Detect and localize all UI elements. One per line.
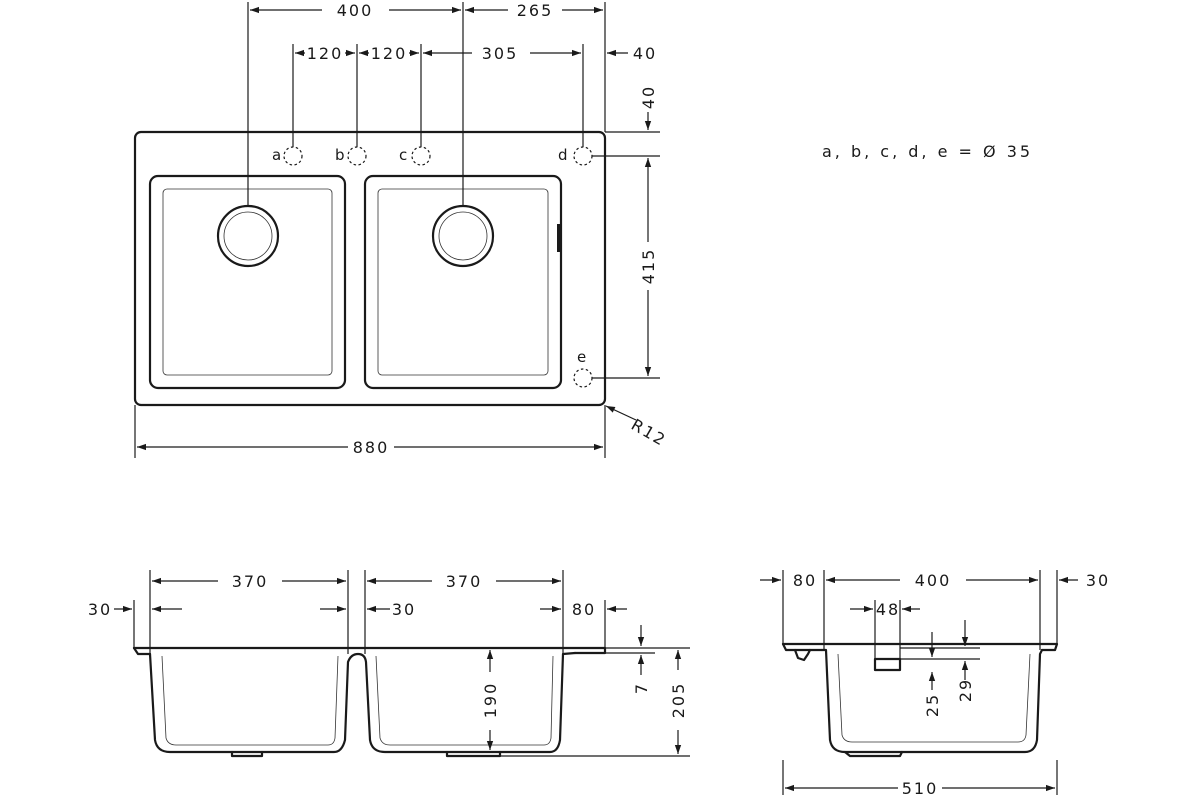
tap-hole-d: [573, 146, 593, 166]
left-drain: [216, 204, 280, 268]
front-left-bowl: [148, 651, 577, 754]
dim-400-top: 400: [337, 1, 374, 20]
left-drain-inner: [223, 211, 273, 261]
dim-205: 205: [669, 682, 688, 719]
top-view: a b c d e 400 265 120 120 305: [133, 1, 670, 458]
left-bowl-outline: [148, 174, 347, 390]
dim-25: 25: [923, 693, 942, 717]
tap-hole-c: [411, 146, 431, 166]
dim-880: 880: [353, 438, 390, 457]
dim-80-side: 80: [793, 571, 817, 590]
overflow-box: [873, 657, 902, 672]
hole-label-c: c: [399, 146, 407, 164]
dim-r12: R12: [628, 415, 670, 450]
hole-label-e: e: [577, 348, 586, 366]
dim-120-bc: 120: [371, 44, 408, 63]
dim-30-middle: 30: [392, 600, 416, 619]
tap-hole-b: [347, 146, 367, 166]
dim-265: 265: [517, 1, 554, 20]
overflow-slot: [557, 224, 561, 252]
dim-415: 415: [639, 248, 658, 285]
hole-label-a: a: [272, 146, 281, 164]
dim-29: 29: [956, 678, 975, 702]
dim-400-side: 400: [915, 571, 952, 590]
side-bowl: [820, 648, 1044, 754]
hole-diameter-note: a, b, c, d, e = Ø 35: [822, 142, 1033, 161]
dim-48: 48: [876, 600, 900, 619]
dim-7: 7: [632, 682, 651, 694]
dim-40-horizontal: 40: [633, 44, 657, 63]
dim-510: 510: [902, 779, 939, 798]
hole-label-d: d: [558, 146, 568, 164]
right-bowl-inner: [377, 188, 549, 376]
tap-hole-a: [283, 146, 303, 166]
dim-370-right: 370: [446, 572, 483, 591]
dim-30-left: 30: [88, 600, 112, 619]
dim-40-vertical: 40: [639, 85, 658, 109]
dim-30-side: 30: [1086, 571, 1110, 590]
right-drain: [431, 204, 495, 268]
dim-120-ab: 120: [307, 44, 344, 63]
dim-80-right: 80: [572, 600, 596, 619]
tap-hole-e: [573, 368, 593, 388]
front-view: 370 370 30 30 80 190 7 205: [88, 570, 690, 758]
hole-label-b: b: [335, 146, 345, 164]
dim-305: 305: [482, 44, 519, 63]
right-bowl-outline: [363, 174, 563, 390]
left-bowl-inner: [162, 188, 333, 376]
dim-190: 190: [481, 682, 500, 719]
dim-370-left: 370: [232, 572, 269, 591]
sink-outline: [133, 130, 607, 407]
front-rim: [132, 646, 607, 655]
side-rim: [781, 642, 1059, 652]
right-drain-inner: [438, 211, 488, 261]
side-view: 80 400 30 48 25 29 510: [760, 570, 1110, 798]
